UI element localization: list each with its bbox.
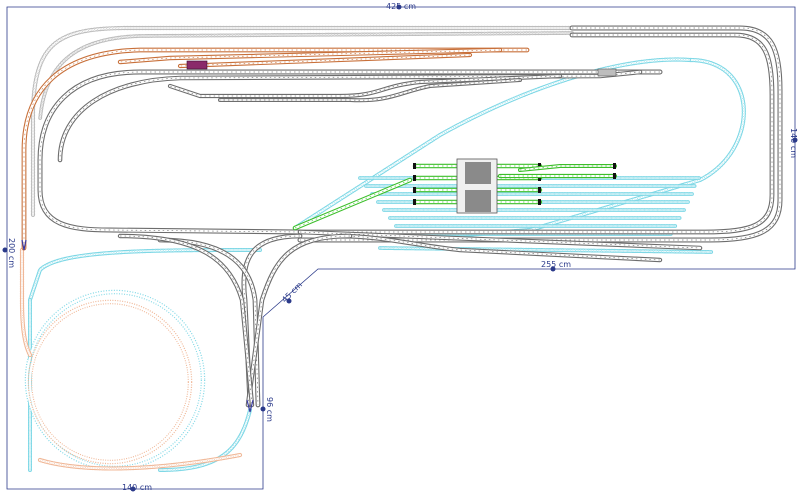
dim-marker-left [2,247,8,253]
grey-yard-siding-2-gap [219,79,521,102]
grey-lower-main-ties [299,231,701,249]
visible-tracks [21,25,783,413]
scenery-objects [186,60,617,214]
green-buffer-right-3 [538,187,541,193]
light-grey-inner-loop-ties [39,32,573,121]
green-buffer-left-1 [413,163,416,169]
orange-hidden-return-ties [39,454,241,469]
grey-inner-loop-left-ties [59,71,641,161]
orange-siding-1-gap [118,48,502,64]
station-building-annex [465,190,491,212]
green-yard-lead-ties [294,179,411,229]
hidden-lower-link-ties [29,249,261,301]
grey-junction-cross-2-ties [119,235,253,406]
light-grey-top-loop-ties [32,27,572,215]
dim-marker-top [396,4,402,10]
grey-outer-loop-right-ties [300,27,781,241]
board-edge [6,6,796,490]
dim-label-inner-vertical: 96 cm [265,397,274,422]
hidden-diagonal-ramp-ties [294,59,691,229]
dim-label-right: 140 cm [789,128,798,158]
hidden-helix-outer-gap [25,290,205,470]
green-buffer-left-4 [413,199,416,205]
dim-marker-bottom [130,486,136,492]
dim-label-left: 200 cm [7,238,16,268]
grey-junction-left-gap [242,234,302,407]
orange-track-end-marker [21,239,27,251]
green-buffer-left-2 [413,175,416,181]
green-buffer-ext-2 [613,173,616,179]
hidden-tracks [19,57,746,472]
hidden-lower-curve-gap [159,409,251,471]
hidden-lower-link-bed [28,248,262,302]
green-buffer-ext-1 [613,163,616,169]
grey-junction-cross-2-gap [118,234,254,407]
grey-junction-cross-gap [246,234,352,407]
dim-label-diagonal: 45 cm [280,280,304,304]
dim-label-top: 425 cm [386,2,416,11]
grey-outer-loop-left-ties [39,71,660,233]
grey-track-end-marker [246,399,254,413]
green-buffer-right-4 [538,199,541,205]
green-yard-extension-2-ties [519,165,615,171]
green-buffer-right-1 [538,163,541,169]
hidden-helix-ramp-bed [397,57,746,243]
dim-label-inner-top: 255 cm [541,260,571,269]
dim-marker-inner-vertical [260,406,266,412]
grey-junction-cross-2-bed [117,233,255,408]
orange-siding-2-ties [179,54,471,67]
orange-helix-gap [28,300,192,464]
orange-hidden-drop-gap [21,249,31,356]
dim-marker-inner-top [550,266,556,272]
turnout-marker [597,68,617,77]
orange-main-line-gap [22,48,529,250]
dim-label-bottom: 140 cm [122,483,152,492]
hidden-helix-ramp-ties [399,59,745,241]
wagon [186,60,208,70]
baseboard-outline [6,6,796,490]
grey-lower-branch-gap [338,234,662,262]
grey-inner-loop-right-ties [300,34,773,233]
dim-marker-diagonal [286,298,292,304]
grey-yard-siding-1-ties [169,75,561,97]
dim-marker-right [792,137,798,143]
hidden-helix-ramp-gap [399,59,745,241]
station-building-roof [465,162,491,184]
green-buffer-left-3 [413,187,416,193]
